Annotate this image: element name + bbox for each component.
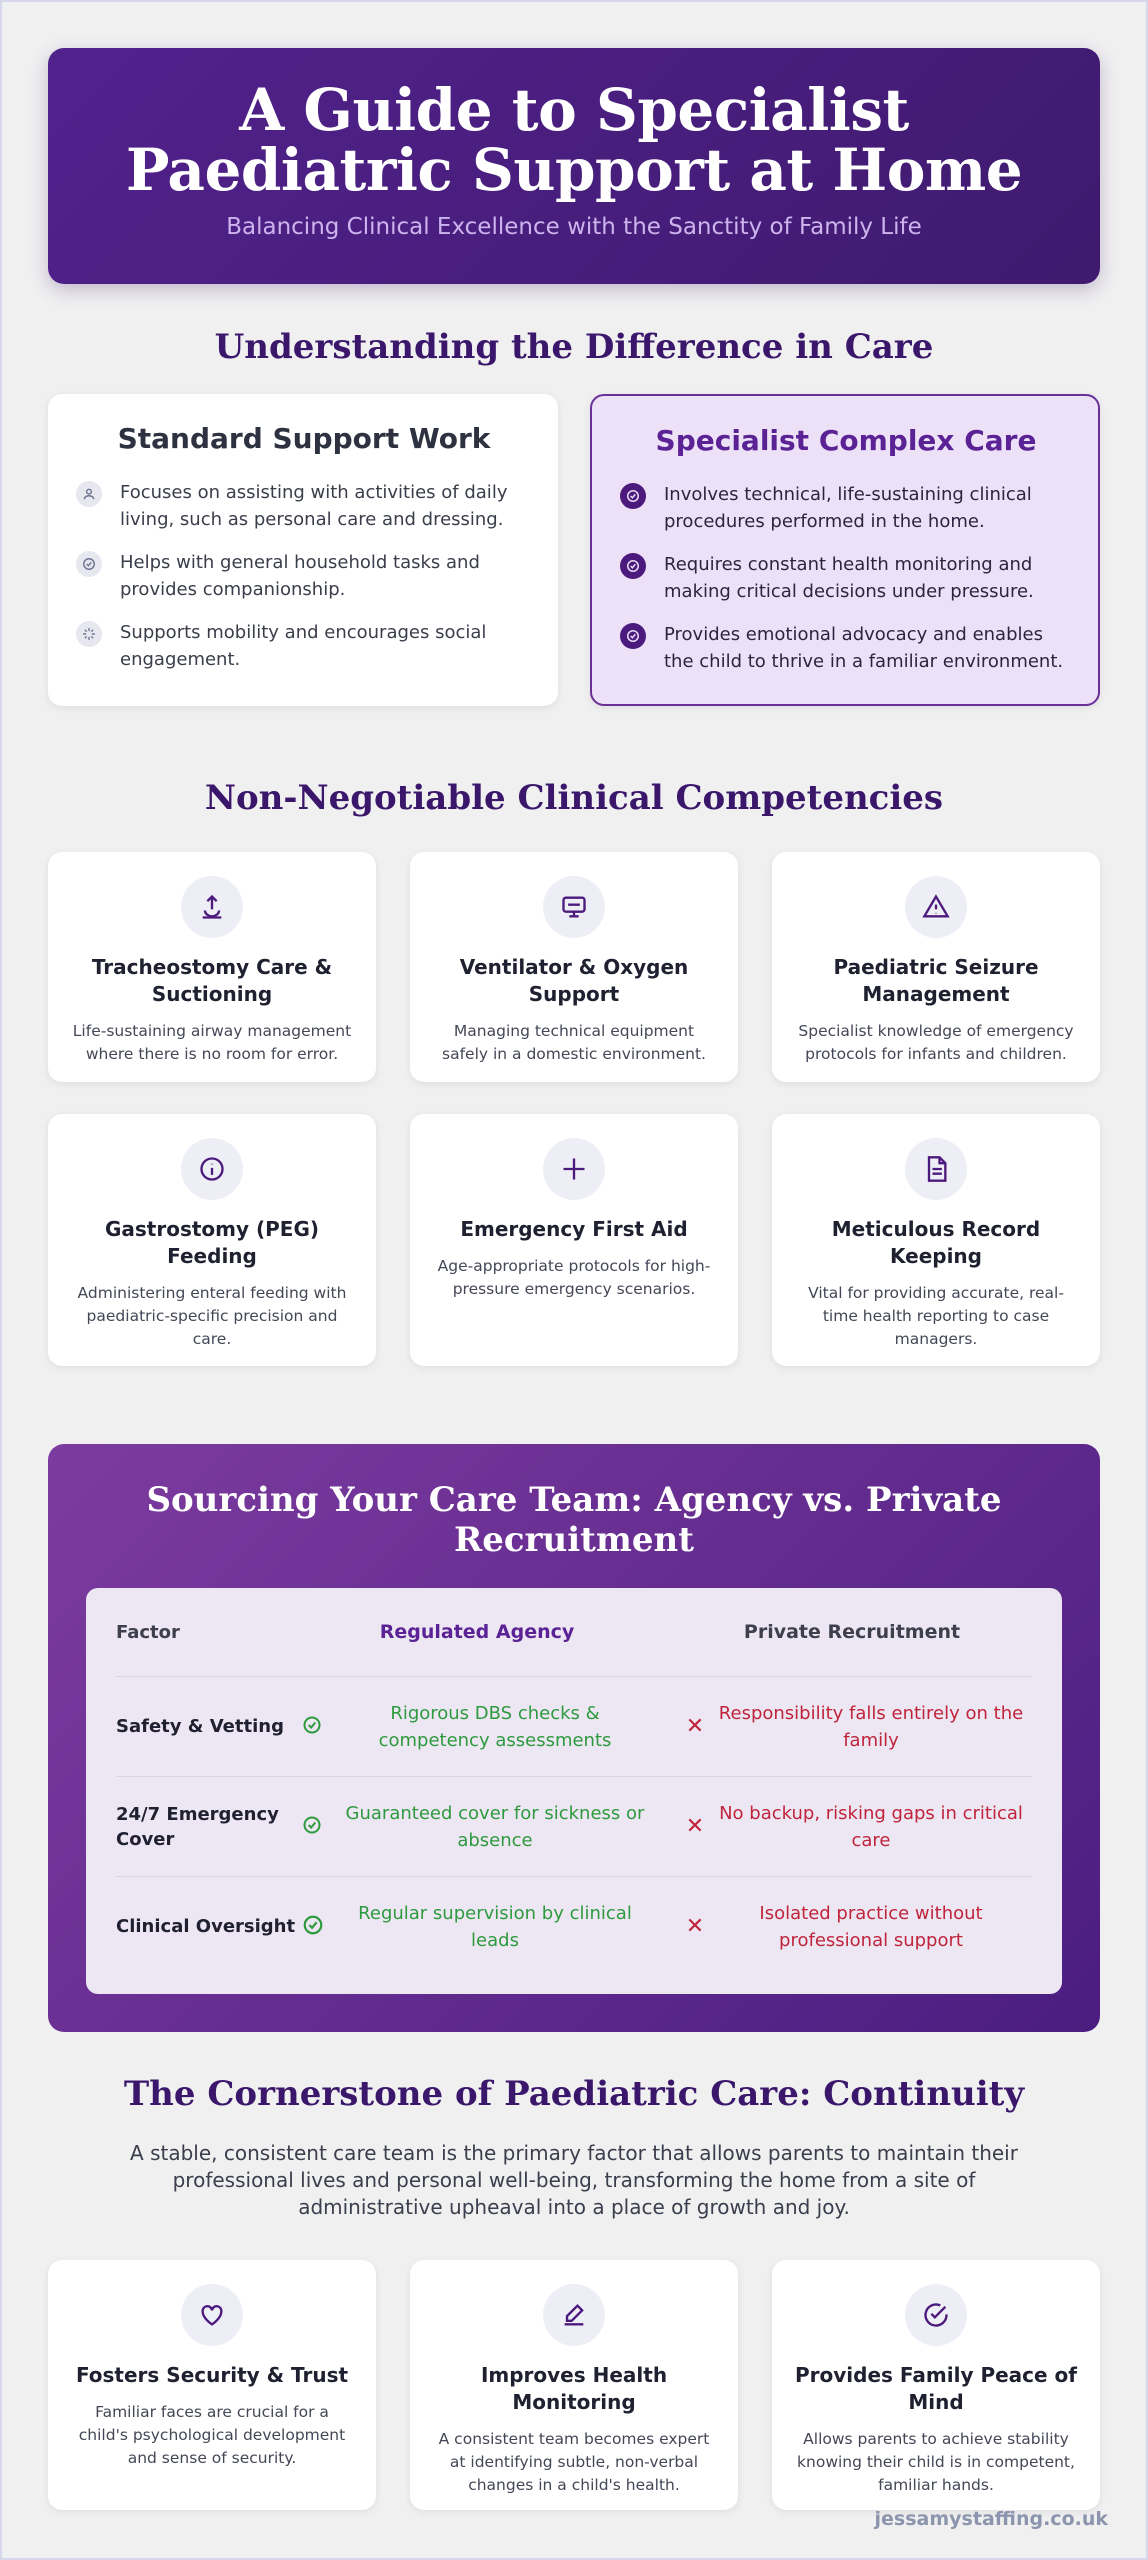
table-row: 24/7 Emergency Cover Guaranteed cover fo… [116, 1776, 1032, 1876]
check-circle-icon [905, 2284, 967, 2346]
competency-card: Ventilator & Oxygen Support Managing tec… [410, 852, 738, 1082]
table-row: Safety & Vetting Rigorous DBS checks & c… [116, 1676, 1032, 1776]
list-item: Focuses on assisting with activities of … [76, 479, 532, 533]
airway-icon [181, 876, 243, 938]
check-circle-icon [620, 483, 646, 509]
check-circle-icon [302, 1715, 326, 1739]
plus-icon [543, 1138, 605, 1200]
difference-title: Understanding the Difference in Care [214, 327, 934, 367]
hero-banner: A Guide to Specialist Paediatric Support… [48, 48, 1100, 284]
footer-site-link[interactable]: jessamystaffing.co.uk [874, 2508, 1108, 2530]
check-circle-icon [76, 551, 102, 577]
specialist-care-heading: Specialist Complex Care [655, 424, 1037, 457]
continuity-card: Improves Health Monitoring A consistent … [410, 2260, 738, 2510]
competency-card: Tracheostomy Care & Suctioning Life-sust… [48, 852, 376, 1082]
sourcing-title: Sourcing Your Care Team: Agency vs. Priv… [146, 1480, 1002, 1560]
continuity-card: Fosters Security & Trust Familiar faces … [48, 2260, 376, 2510]
competency-card: Gastrostomy (PEG) Feeding Administering … [48, 1114, 376, 1366]
list-item: Requires constant health monitoring and … [620, 551, 1072, 605]
cross-icon: ✕ [685, 1914, 705, 1939]
competency-card: Paediatric Seizure Management Specialist… [772, 852, 1100, 1082]
cross-icon: ✕ [685, 1714, 705, 1739]
list-item: Provides emotional advocacy and enables … [620, 621, 1072, 675]
competency-card: Emergency First Aid Age-appropriate prot… [410, 1114, 738, 1366]
standard-support-heading: Standard Support Work [117, 422, 491, 455]
check-circle-icon [620, 553, 646, 579]
competency-card: Meticulous Record Keeping Vital for prov… [772, 1114, 1100, 1366]
check-circle-icon [302, 1815, 326, 1839]
cross-icon: ✕ [685, 1814, 705, 1839]
comparison-table: Factor Regulated Agency Private Recruitm… [86, 1588, 1062, 1994]
list-item: Supports mobility and encourages social … [76, 619, 532, 673]
check-circle-icon [302, 1914, 326, 1940]
heart-icon [181, 2284, 243, 2346]
sourcing-section: Sourcing Your Care Team: Agency vs. Priv… [48, 1444, 1100, 2032]
list-item: Helps with general household tasks and p… [76, 549, 532, 603]
monitor-icon [543, 876, 605, 938]
sparkle-icon [76, 621, 102, 647]
continuity-lead: A stable, consistent care team is the pr… [130, 2141, 1018, 2219]
page-title: A Guide to Specialist Paediatric Support… [125, 76, 1023, 204]
page-subtitle: Balancing Clinical Excellence with the S… [226, 214, 922, 240]
standard-support-card: Standard Support Work Focuses on assisti… [48, 394, 558, 706]
warning-icon [905, 876, 967, 938]
continuity-card: Provides Family Peace of Mind Allows par… [772, 2260, 1100, 2510]
list-item: Involves technical, life-sustaining clin… [620, 481, 1072, 535]
pen-icon [543, 2284, 605, 2346]
table-row: Clinical Oversight Regular supervision b… [116, 1876, 1032, 1976]
info-icon [181, 1138, 243, 1200]
competencies-title: Non-Negotiable Clinical Competencies [204, 778, 944, 818]
person-icon [76, 481, 102, 507]
continuity-title: The Cornerstone of Paediatric Care: Cont… [123, 2074, 1025, 2114]
document-icon [905, 1138, 967, 1200]
specialist-care-card: Specialist Complex Care Involves technic… [590, 394, 1100, 706]
check-circle-icon [620, 623, 646, 649]
table-header: Factor Regulated Agency Private Recruitm… [116, 1621, 961, 1643]
